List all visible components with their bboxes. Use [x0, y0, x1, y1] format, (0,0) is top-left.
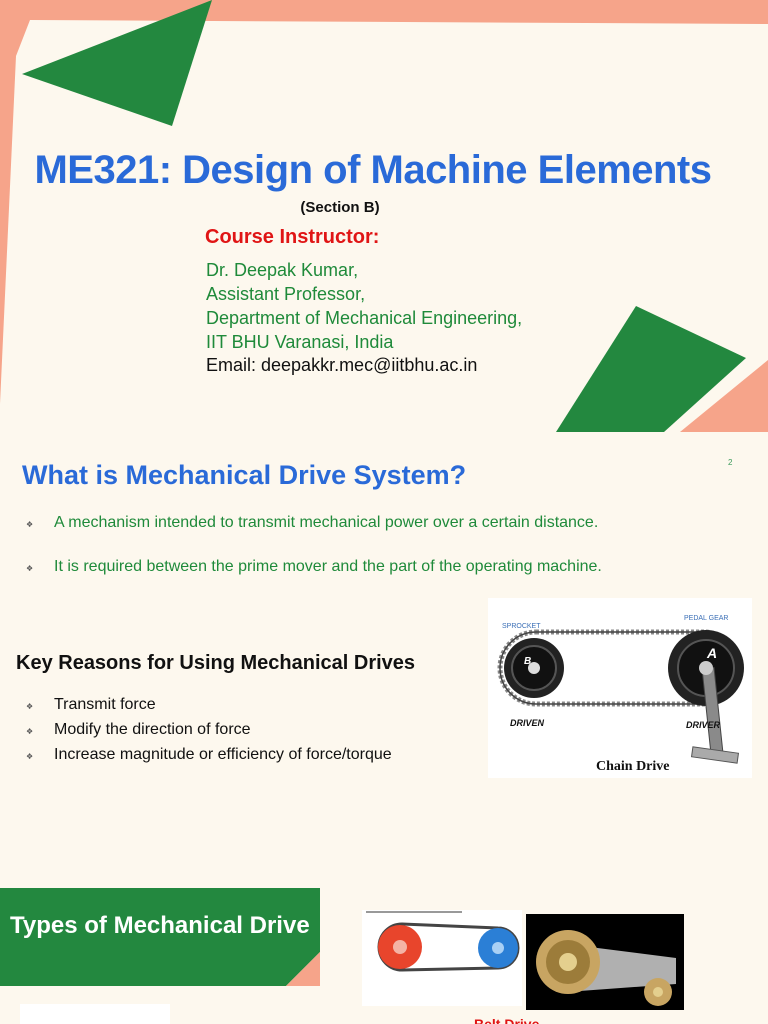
diamond-bullet-icon: ❖	[26, 727, 34, 736]
slide-title: What is Mechanical Drive System?	[22, 460, 467, 490]
belt-drive-diagram	[366, 911, 520, 972]
list-item: ❖ A mechanism intended to transmit mecha…	[24, 514, 602, 558]
instructor-heading: Course Instructor:	[205, 226, 380, 248]
instructor-position: Assistant Professor,	[206, 284, 366, 304]
list-item: ❖ It is required between the prime mover…	[24, 558, 602, 602]
driven-label: DRIVEN	[510, 718, 545, 728]
brass-pulley-hub	[559, 953, 577, 971]
types-slide: Types of Mechanical Drive Belt Drive	[0, 868, 768, 1024]
diamond-bullet-icon: ❖	[26, 520, 34, 529]
small-pulley-hub	[653, 987, 663, 997]
mechanical-drive-slide: 2 What is Mechanical Drive System? ❖ A m…	[0, 434, 768, 866]
pedal-gear-label: PEDAL GEAR	[684, 615, 728, 622]
driven-sprocket-axle	[528, 662, 540, 674]
instructor-email[interactable]: Email: deepakkr.mec@iitbhu.ac.in	[206, 355, 478, 375]
chain-thumbnail	[20, 1004, 170, 1024]
bullet-text: Increase magnitude or efficiency of forc…	[54, 746, 392, 763]
instructor-institute: IIT BHU Varanasi, India	[206, 332, 394, 352]
instructor-department: Department of Mechanical Engineering,	[206, 308, 523, 328]
slide-title: Types of Mechanical Drive	[10, 912, 310, 939]
list-item: ❖ Modify the direction of force	[24, 721, 392, 746]
pulley-photo	[526, 914, 684, 1010]
pedal	[690, 746, 740, 764]
driver-gear-axle	[699, 661, 713, 675]
definition-list: ❖ A mechanism intended to transmit mecha…	[24, 514, 602, 602]
driver-label: DRIVER	[686, 720, 721, 730]
key-reasons-heading: Key Reasons for Using Mechanical Drives	[16, 652, 416, 674]
bullet-text: Transmit force	[54, 696, 156, 713]
belt-drive-illustration	[362, 910, 522, 1006]
belt-drive-caption: Belt Drive	[474, 1016, 540, 1024]
gear-a-label: A	[706, 645, 717, 661]
driven-pulley-hub	[492, 942, 504, 954]
bullet-text: Modify the direction of force	[54, 721, 251, 738]
diamond-bullet-icon: ❖	[26, 752, 34, 761]
sprocket-label: SPROCKET	[502, 623, 541, 630]
title-banner	[0, 888, 320, 986]
bullet-text: A mechanism intended to transmit mechani…	[54, 514, 599, 531]
instructor-name: Dr. Deepak Kumar,	[206, 260, 359, 280]
bullet-text: It is required between the prime mover a…	[54, 558, 602, 575]
chain-drive-diagram: SPROCKET PEDAL GEAR DRIVEN DRIVER A B Ch…	[488, 598, 752, 778]
pulley-render	[526, 914, 684, 1010]
section-label: (Section B)	[300, 199, 380, 216]
instructor-details: Dr. Deepak Kumar, Assistant Professor, D…	[206, 258, 522, 354]
course-title: ME321: Design of Machine Elements	[34, 148, 712, 192]
gear-b-label: B	[524, 656, 531, 667]
key-reasons-list: ❖ Transmit force ❖ Modify the direction …	[24, 696, 392, 771]
diamond-bullet-icon: ❖	[26, 564, 34, 573]
list-item: ❖ Transmit force	[24, 696, 392, 721]
title-slide: ME321: Design of Machine Elements (Secti…	[0, 0, 768, 432]
diamond-bullet-icon: ❖	[26, 702, 34, 711]
chain-drive-caption: Chain Drive	[596, 759, 670, 774]
chain-drive-illustration: SPROCKET PEDAL GEAR DRIVEN DRIVER A B Ch…	[488, 598, 752, 778]
driver-pulley-hub	[393, 940, 407, 954]
list-item: ❖ Increase magnitude or efficiency of fo…	[24, 746, 392, 771]
page-number: 2	[728, 458, 733, 467]
